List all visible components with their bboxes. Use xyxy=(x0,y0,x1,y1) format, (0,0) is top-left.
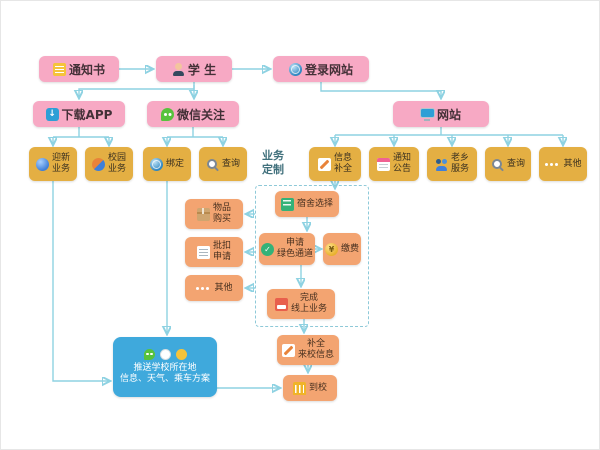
green-channel-label: 申请 绿色通道 xyxy=(276,238,313,259)
finish-online-label: 完成 线上业务 xyxy=(290,293,327,314)
node-pay-fee: 缴费 xyxy=(323,233,361,265)
batch-deduction-label: 批扣 申请 xyxy=(212,241,231,262)
goods-purchase-label: 物品 购买 xyxy=(212,203,231,224)
new-student-icon xyxy=(35,157,49,171)
node-finish-online: 完成 线上业务 xyxy=(267,289,335,319)
form-icon xyxy=(196,245,210,259)
document-icon xyxy=(52,62,66,76)
node-info-complete: 信息 补全 xyxy=(309,147,361,181)
node-notice: 通知书 xyxy=(39,56,119,82)
campus-icon xyxy=(91,157,105,171)
globe-icon xyxy=(288,62,302,76)
other-web-label: 其他 xyxy=(563,158,582,169)
search-icon xyxy=(491,158,504,171)
node-goods-purchase: 物品 购买 xyxy=(185,199,243,229)
bind-label: 绑定 xyxy=(165,158,184,169)
wechat-icon xyxy=(143,348,155,360)
node-wechat-follow: 微信关注 xyxy=(147,101,239,127)
node-other-biz: 其他 xyxy=(185,275,243,301)
bind-globe-icon xyxy=(149,157,163,171)
dorm-building-icon xyxy=(280,197,294,211)
info-complete-label: 信息 补全 xyxy=(333,153,352,174)
money-icon xyxy=(324,242,338,256)
download-app-label: 下载APP xyxy=(61,107,113,122)
node-bind: 绑定 xyxy=(143,147,191,181)
business-custom-dashed-region xyxy=(255,185,369,327)
push-info-icons xyxy=(143,348,187,360)
node-website: 网站 xyxy=(393,101,489,127)
node-other-web: 其他 xyxy=(539,147,587,181)
node-fellow-service: 老乡 服务 xyxy=(427,147,477,181)
student-icon xyxy=(172,62,185,76)
notice-announce-label: 通知 公告 xyxy=(392,153,411,174)
info-icon xyxy=(175,348,187,360)
school-building-icon xyxy=(292,381,306,395)
dots-icon xyxy=(544,158,560,171)
node-arrive-school: 到校 xyxy=(283,375,337,401)
node-green-channel: 申请 绿色通道 xyxy=(259,233,315,265)
login-site-label: 登录网站 xyxy=(304,62,353,77)
node-fill-arrival-info: 补全 来校信息 xyxy=(277,335,339,365)
green-check-icon xyxy=(260,242,274,256)
node-student: 学 生 xyxy=(156,56,232,82)
pay-fee-label: 缴费 xyxy=(340,243,359,254)
card-icon xyxy=(274,297,288,311)
wechat-follow-label: 微信关注 xyxy=(176,107,225,122)
announcement-icon xyxy=(376,157,390,171)
dots-icon xyxy=(195,282,211,295)
query-wechat-label: 查询 xyxy=(221,158,240,169)
node-query-wechat: 查询 xyxy=(199,147,247,181)
wechat-icon xyxy=(160,107,174,121)
node-download-app: 下载APP xyxy=(33,101,125,127)
package-icon xyxy=(196,207,210,221)
arrive-school-label: 到校 xyxy=(308,382,327,393)
app-download-icon xyxy=(45,107,59,121)
search-icon xyxy=(206,158,219,171)
fill-arrival-info-label: 补全 来校信息 xyxy=(297,339,334,360)
push-info-label: 推送学校所在地 信息、天气、乘车方案 xyxy=(119,362,210,384)
node-notice-announce: 通知 公告 xyxy=(369,147,419,181)
pencil-icon xyxy=(281,343,295,357)
student-label: 学 生 xyxy=(187,62,217,77)
other-biz-label: 其他 xyxy=(214,282,233,293)
query-web-label: 查询 xyxy=(506,158,525,169)
node-push-info: 推送学校所在地 信息、天气、乘车方案 xyxy=(113,337,217,397)
node-batch-deduction: 批扣 申请 xyxy=(185,237,243,267)
welcome-biz-label: 迎新 业务 xyxy=(51,153,70,174)
dorm-select-label: 宿舍选择 xyxy=(296,198,333,209)
message-icon xyxy=(159,348,171,360)
people-icon xyxy=(435,158,448,171)
campus-biz-label: 校园 业务 xyxy=(107,153,126,174)
node-dorm-select: 宿舍选择 xyxy=(275,191,339,217)
node-login-site: 登录网站 xyxy=(273,56,369,82)
pencil-icon xyxy=(317,157,331,171)
monitor-icon xyxy=(420,108,434,121)
notice-label: 通知书 xyxy=(68,62,105,77)
fellow-service-label: 老乡 服务 xyxy=(450,153,469,174)
website-label: 网站 xyxy=(436,107,461,122)
node-welcome-biz: 迎新 业务 xyxy=(29,147,77,181)
business-custom-label: 业务 定制 xyxy=(262,149,284,176)
node-campus-biz: 校园 业务 xyxy=(85,147,133,181)
node-query-web: 查询 xyxy=(485,147,531,181)
